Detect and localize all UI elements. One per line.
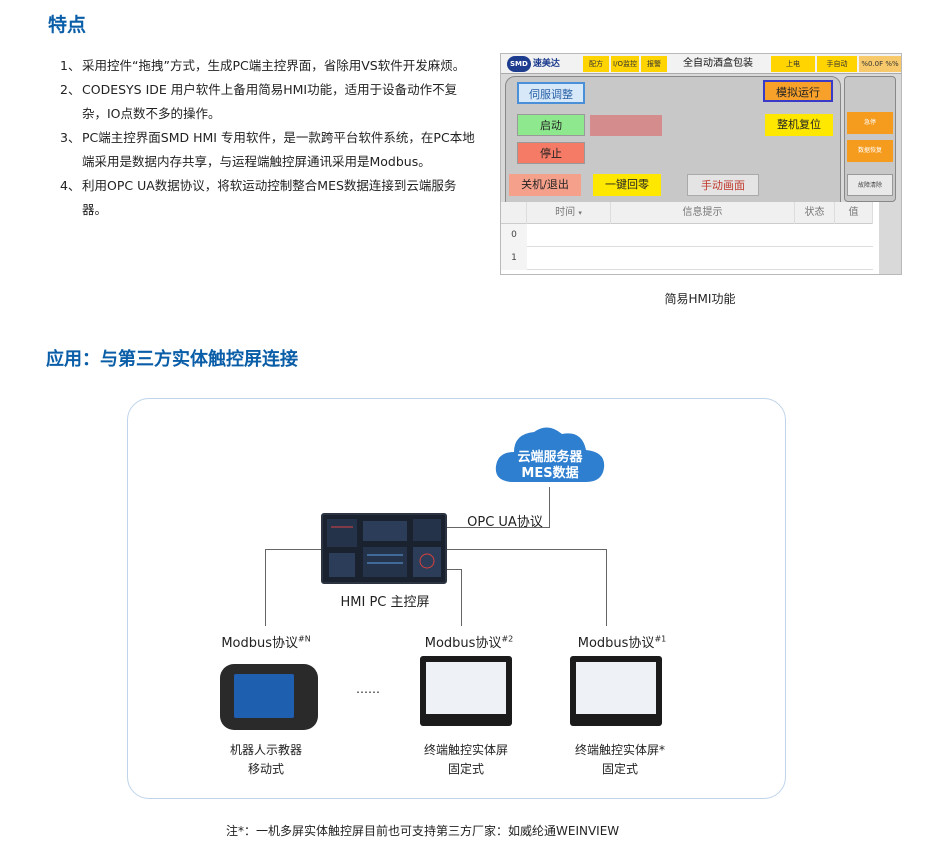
cloud-title: 云端服务器 (517, 450, 583, 465)
hmi-table-header: 时间 ▾ 信息提示 状态 值 (501, 202, 873, 224)
connector-line (265, 549, 321, 550)
hmi-manual-button[interactable]: 手动画面 (687, 174, 759, 196)
feature-text: 采用控件“拖拽”方式，生成PC端主控界面，省除用VS软件开发麻烦。 (82, 58, 466, 73)
device-mount: 固定式 (447, 762, 484, 776)
connector-line (447, 569, 462, 570)
hmi-simulate-button[interactable]: 模拟运行 (763, 80, 833, 102)
hmi-caption: 简易HMI功能 (664, 292, 736, 306)
hmi-shutdown-button[interactable]: 关机/退出 (509, 174, 581, 196)
feature-item: 3、PC端主控界面SMD HMI 专用软件，是一款跨平台软件系统，在PC本地端采… (60, 126, 480, 174)
device-name: 终端触控实体屏 (423, 743, 508, 757)
connector-line (447, 549, 606, 550)
chevron-down-icon: ▾ (578, 209, 582, 217)
connector-line (461, 569, 462, 626)
device-label-touch-panel-1: 终端触控实体屏* 固定式 (558, 741, 682, 779)
connector-line (447, 527, 550, 528)
table-row[interactable]: 1 (501, 247, 873, 270)
device-mount: 移动式 (247, 762, 284, 776)
hmi-table-col-value: 值 (835, 202, 873, 224)
feature-text: 利用OPC UA数据协议，将软运动控制整合MES数据连接到云端服务器。 (82, 178, 457, 217)
dashboard-graphic (327, 519, 441, 577)
modbus-label-text: Modbus协议 (221, 636, 298, 651)
hmi-status-mode: 手自动 (817, 56, 857, 72)
application-heading: 应用：与第三方实体触控屏连接 (46, 349, 298, 370)
footnote: 注*：一机多屏实体触控屏目前也可支持第三方厂家：如威纶通WEINVIEW (226, 824, 620, 838)
hmi-tab-alarm[interactable]: 报警 (641, 56, 667, 72)
hmi-table-col-time[interactable]: 时间 ▾ (527, 202, 611, 224)
cloud-icon (495, 427, 605, 482)
hmi-servo-button[interactable]: 伺服调整 (517, 82, 585, 104)
cloud-subtitle: MES数据 (521, 466, 579, 481)
modbus-label-text: Modbus协议 (424, 636, 502, 651)
hmi-pc-label: HMI PC 主控屏 (340, 595, 430, 610)
hmi-restore-button[interactable]: 数据恢复 (847, 140, 893, 162)
hmi-logo-text: 速美达 (532, 59, 560, 69)
feature-number: 4、 (60, 178, 81, 193)
modbus-label-2: Modbus协议#2 (417, 632, 521, 651)
hmi-table-col-message: 信息提示 (611, 202, 795, 224)
row-number: 1 (501, 247, 527, 270)
connector-line (265, 549, 266, 626)
hmi-logo-badge: SMD (507, 56, 531, 72)
hmi-start-button[interactable]: 启动 (517, 114, 585, 136)
hmi-stop-button[interactable]: 停止 (517, 142, 585, 164)
modbus-label-sup: #1 (654, 634, 667, 644)
modbus-label-text: Modbus协议 (577, 636, 655, 651)
hmi-status-field (590, 115, 662, 136)
modbus-label-n: Modbus协议#N (214, 632, 318, 651)
connector-line (606, 549, 607, 626)
touch-panel-screen (426, 662, 506, 714)
hmi-message-table: 时间 ▾ 信息提示 状态 值 0 1 (501, 202, 879, 274)
features-heading: 特点 (48, 14, 87, 36)
connector-line (549, 487, 550, 527)
feature-text: CODESYS IDE 用户软件上备用简易HMI功能，适用于设备动作不复杂，IO… (82, 82, 458, 121)
hmi-home-button[interactable]: 一键回零 (593, 174, 661, 196)
touch-panel-image (420, 656, 512, 726)
feature-number: 2、 (60, 82, 81, 97)
modbus-label-1: Modbus协议#1 (570, 632, 674, 651)
hmi-tab-io[interactable]: I/O监控 (611, 56, 639, 72)
modbus-label-sup: #N (298, 634, 311, 644)
hmi-pc-screen-image (321, 513, 447, 584)
device-mount: 固定式 (601, 762, 638, 776)
hmi-clear-fault-button[interactable]: 故障清除 (847, 174, 893, 196)
feature-item: 4、利用OPC UA数据协议，将软运动控制整合MES数据连接到云端服务器。 (60, 174, 480, 222)
row-number: 0 (501, 224, 527, 247)
hmi-tab-recipe[interactable]: 配方 (583, 56, 609, 72)
feature-item: 1、采用控件“拖拽”方式，生成PC端主控界面，省除用VS软件开发麻烦。 (60, 54, 480, 78)
feature-number: 3、 (60, 130, 81, 145)
modbus-label-sup: #2 (501, 634, 514, 644)
device-label-touch-panel-2: 终端触控实体屏固定式 (404, 741, 528, 779)
table-row[interactable]: 0 (501, 224, 873, 247)
hmi-status-percent: %0.0F %% (859, 56, 901, 72)
feature-number: 1、 (60, 58, 81, 73)
hmi-estop-button[interactable]: 急停 (847, 112, 893, 134)
hmi-title: 全自动酒盒包装 (683, 58, 753, 69)
touch-panel-screen (576, 662, 656, 714)
hmi-status-power: 上电 (771, 56, 815, 72)
feature-text: PC端主控界面SMD HMI 专用软件，是一款跨平台软件系统，在PC本地端采用是… (82, 130, 475, 169)
features-list: 1、采用控件“拖拽”方式，生成PC端主控界面，省除用VS软件开发麻烦。 2、CO… (60, 54, 480, 222)
feature-item: 2、CODESYS IDE 用户软件上备用简易HMI功能，适用于设备动作不复杂，… (60, 78, 480, 126)
diagram-frame (127, 398, 786, 799)
hmi-table-corner (501, 202, 527, 224)
hmi-reset-button[interactable]: 整机复位 (765, 114, 833, 136)
ellipsis-text: …… (356, 682, 380, 696)
hmi-table-col-status: 状态 (795, 202, 835, 224)
device-label-teach-pendant: 机器人示教器移动式 (204, 741, 328, 779)
teach-pendant-screen (234, 674, 294, 718)
device-name: 机器人示教器 (229, 743, 302, 757)
teach-pendant-image (220, 664, 318, 730)
touch-panel-image (570, 656, 662, 726)
opc-ua-label: OPC UA协议 (467, 515, 543, 530)
device-name: 终端触控实体屏* (574, 743, 665, 757)
hmi-table-col-time-label: 时间 (555, 207, 576, 218)
